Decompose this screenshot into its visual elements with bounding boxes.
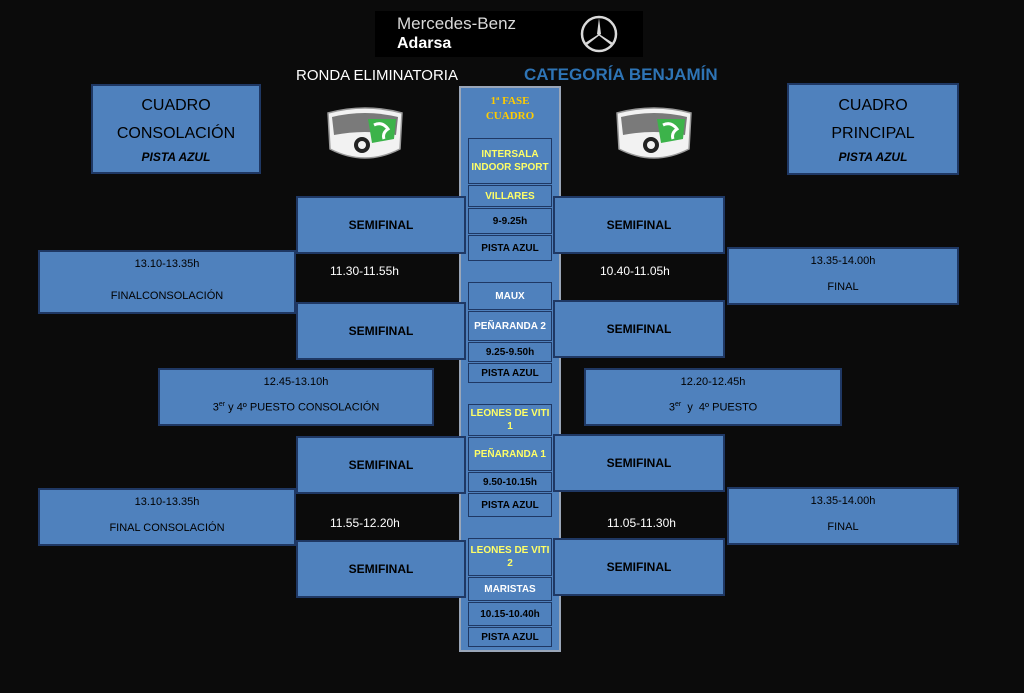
match-2-time: 9.25-9.50h	[468, 342, 552, 362]
consolation-semifinal-4: SEMIFINAL	[296, 540, 466, 598]
semifinal-label: SEMIFINAL	[348, 458, 414, 472]
mercedes-star-icon	[580, 15, 618, 53]
semifinal-label: SEMIFINAL	[348, 218, 414, 232]
third-place-text: y 4º PUESTO	[681, 402, 758, 414]
ordinal-suffix: er	[218, 401, 226, 409]
header-line: CUADRO	[141, 97, 211, 114]
final-label: FINAL	[827, 281, 859, 293]
consolation-final-2: 13.10-13.35h FINAL CONSOLACIÓN	[38, 488, 296, 546]
main-semifinal-time-2: 11.05-11.30h	[607, 516, 676, 530]
phase-line: 1ª FASE	[490, 95, 530, 107]
main-final-1: 13.35-14.00h FINAL	[727, 247, 959, 305]
match-4-team-2: MARISTAS	[468, 577, 552, 601]
semifinal-label: SEMIFINAL	[606, 560, 672, 574]
category-title: CATEGORÍA BENJAMÍN	[524, 65, 718, 84]
consolation-semifinal-1: SEMIFINAL	[296, 196, 466, 254]
phase-line: CUADRO	[485, 110, 535, 122]
match-3-team-2: PEÑARANDA 1	[468, 437, 552, 471]
main-semifinal-2: SEMIFINAL	[553, 300, 725, 358]
final-time: 13.35-14.00h	[810, 495, 876, 507]
match-4-team-1: LEONES DE VITI 2	[468, 538, 552, 576]
match-2-court: PISTA AZUL	[468, 363, 552, 383]
club-shield-logo-icon	[327, 107, 403, 159]
consolation-semifinal-time-2: 11.55-12.20h	[330, 516, 400, 530]
final-time: 13.35-14.00h	[810, 255, 876, 267]
header-line: PRINCIPAL	[831, 125, 915, 142]
third-place-label: 3er y 4º PUESTO	[669, 401, 757, 414]
main-third-place: 12.20-12.45h 3er y 4º PUESTO	[584, 368, 842, 426]
consolation-third-place: 12.45-13.10h 3er y 4º PUESTO CONSOLACIÓN	[158, 368, 434, 426]
main-semifinal-4: SEMIFINAL	[553, 538, 725, 596]
consolation-semifinal-3: SEMIFINAL	[296, 436, 466, 494]
main-bracket-header: CUADRO PRINCIPAL PISTA AZUL	[787, 83, 959, 175]
semifinal-label: SEMIFINAL	[348, 324, 414, 338]
sponsor-name: Mercedes-Benz	[397, 14, 517, 33]
match-3-time: 9.50-10.15h	[468, 472, 552, 492]
consolation-final-1: 13.10-13.35h FINALCONSOLACIÓN	[38, 250, 296, 314]
semifinal-label: SEMIFINAL	[606, 456, 672, 470]
round-title: RONDA ELIMINATORIA	[296, 67, 458, 84]
match-1-time: 9-9.25h	[468, 208, 552, 234]
consolation-bracket-header: CUADRO CONSOLACIÓN PISTA AZUL	[91, 84, 261, 174]
third-place-label: 3er y 4º PUESTO CONSOLACIÓN	[213, 401, 380, 414]
court-label: PISTA AZUL	[141, 150, 211, 164]
match-2-team-2: PEÑARANDA 2	[468, 311, 552, 341]
consolation-semifinal-2: SEMIFINAL	[296, 302, 466, 360]
final-time: 13.10-13.35h	[134, 258, 200, 270]
semifinal-label: SEMIFINAL	[606, 322, 672, 336]
main-semifinal-1: SEMIFINAL	[553, 196, 725, 254]
match-1-team-2: VILLARES	[468, 185, 552, 207]
final-label: FINAL CONSOLACIÓN	[109, 522, 225, 534]
phase-title: 1ª FASE CUADRO	[462, 94, 558, 124]
match-3-team-1: LEONES DE VITI 1	[468, 404, 552, 436]
main-final-2: 13.35-14.00h FINAL	[727, 487, 959, 545]
third-place-text: y 4º PUESTO CONSOLACIÓN	[225, 402, 380, 414]
club-shield-logo-icon	[616, 107, 692, 159]
final-label: FINALCONSOLACIÓN	[110, 290, 224, 302]
header-line: CUADRO	[838, 97, 908, 114]
sponsor-dealer: Adarsa	[397, 35, 452, 52]
final-time: 13.10-13.35h	[134, 496, 200, 508]
court-label: PISTA AZUL	[838, 150, 908, 164]
semifinal-label: SEMIFINAL	[606, 218, 672, 232]
ordinal-suffix: er	[674, 401, 682, 409]
third-place-time: 12.45-13.10h	[263, 376, 329, 388]
main-semifinal-3: SEMIFINAL	[553, 434, 725, 492]
final-label: FINAL	[827, 521, 859, 533]
match-4-time: 10.15-10.40h	[468, 602, 552, 626]
main-semifinal-time-1: 10.40-11.05h	[600, 264, 670, 278]
match-1-team-1: INTERSALA INDOOR SPORT	[468, 138, 552, 184]
third-place-time: 12.20-12.45h	[680, 376, 746, 388]
match-1-court: PISTA AZUL	[468, 235, 552, 261]
match-2-team-1: MAUX	[468, 282, 552, 310]
semifinal-label: SEMIFINAL	[348, 562, 414, 576]
third-place-number: 3	[212, 402, 219, 414]
third-place-number: 3	[668, 402, 675, 414]
consolation-semifinal-time-1: 11.30-11.55h	[330, 264, 399, 278]
match-3-court: PISTA AZUL	[468, 493, 552, 517]
match-4-court: PISTA AZUL	[468, 627, 552, 647]
header-line: CONSOLACIÓN	[116, 125, 236, 142]
